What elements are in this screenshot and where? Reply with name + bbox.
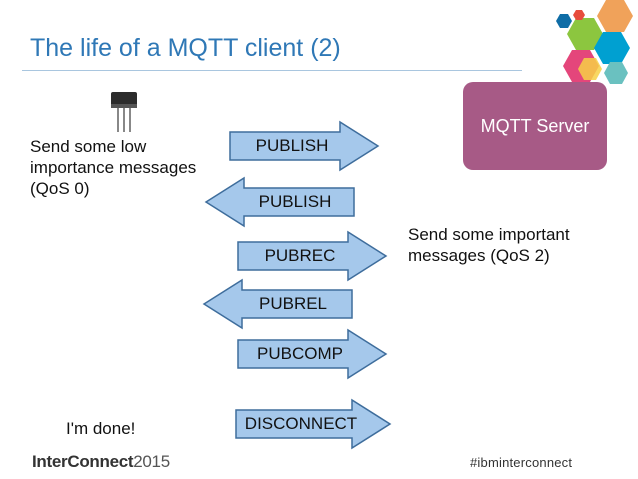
client-device-icon: [108, 92, 140, 134]
mqtt-server-box: MQTT Server: [463, 82, 607, 170]
footer-brand: InterConnect2015: [32, 452, 170, 472]
footer-hashtag: #ibminterconnect: [470, 455, 572, 470]
message-label: PUBREL: [232, 278, 354, 330]
message-arrow: PUBCOMP: [236, 328, 388, 380]
title-divider: [22, 70, 522, 71]
message-label: DISCONNECT: [234, 398, 368, 450]
message-arrow: PUBREL: [202, 278, 354, 330]
message-arrow: PUBLISH: [204, 176, 356, 228]
hexagon-decoration-icon: [548, 0, 638, 90]
footer-brand-year: 2015: [133, 452, 170, 471]
left-note-line-2: importance messages: [30, 157, 196, 178]
message-arrow: DISCONNECT: [234, 398, 392, 450]
message-label: PUBLISH: [234, 176, 356, 228]
left-note-line-1: Send some low: [30, 136, 196, 157]
done-text: I'm done!: [66, 418, 135, 439]
important-note: Send some important messages (QoS 2): [408, 224, 570, 266]
left-note-line-3: (QoS 0): [30, 178, 196, 199]
message-arrow: PUBREC: [236, 230, 388, 282]
right-note-line-1: Send some important: [408, 224, 570, 245]
message-label: PUBCOMP: [236, 328, 364, 380]
message-label: PUBREC: [236, 230, 364, 282]
low-importance-note: Send some low importance messages (QoS 0…: [30, 136, 196, 199]
footer-brand-name: InterConnect: [32, 452, 133, 471]
message-label: PUBLISH: [228, 120, 356, 172]
slide-title: The life of a MQTT client (2): [30, 34, 341, 63]
right-note-line-2: messages (QoS 2): [408, 245, 570, 266]
message-arrow: PUBLISH: [228, 120, 380, 172]
